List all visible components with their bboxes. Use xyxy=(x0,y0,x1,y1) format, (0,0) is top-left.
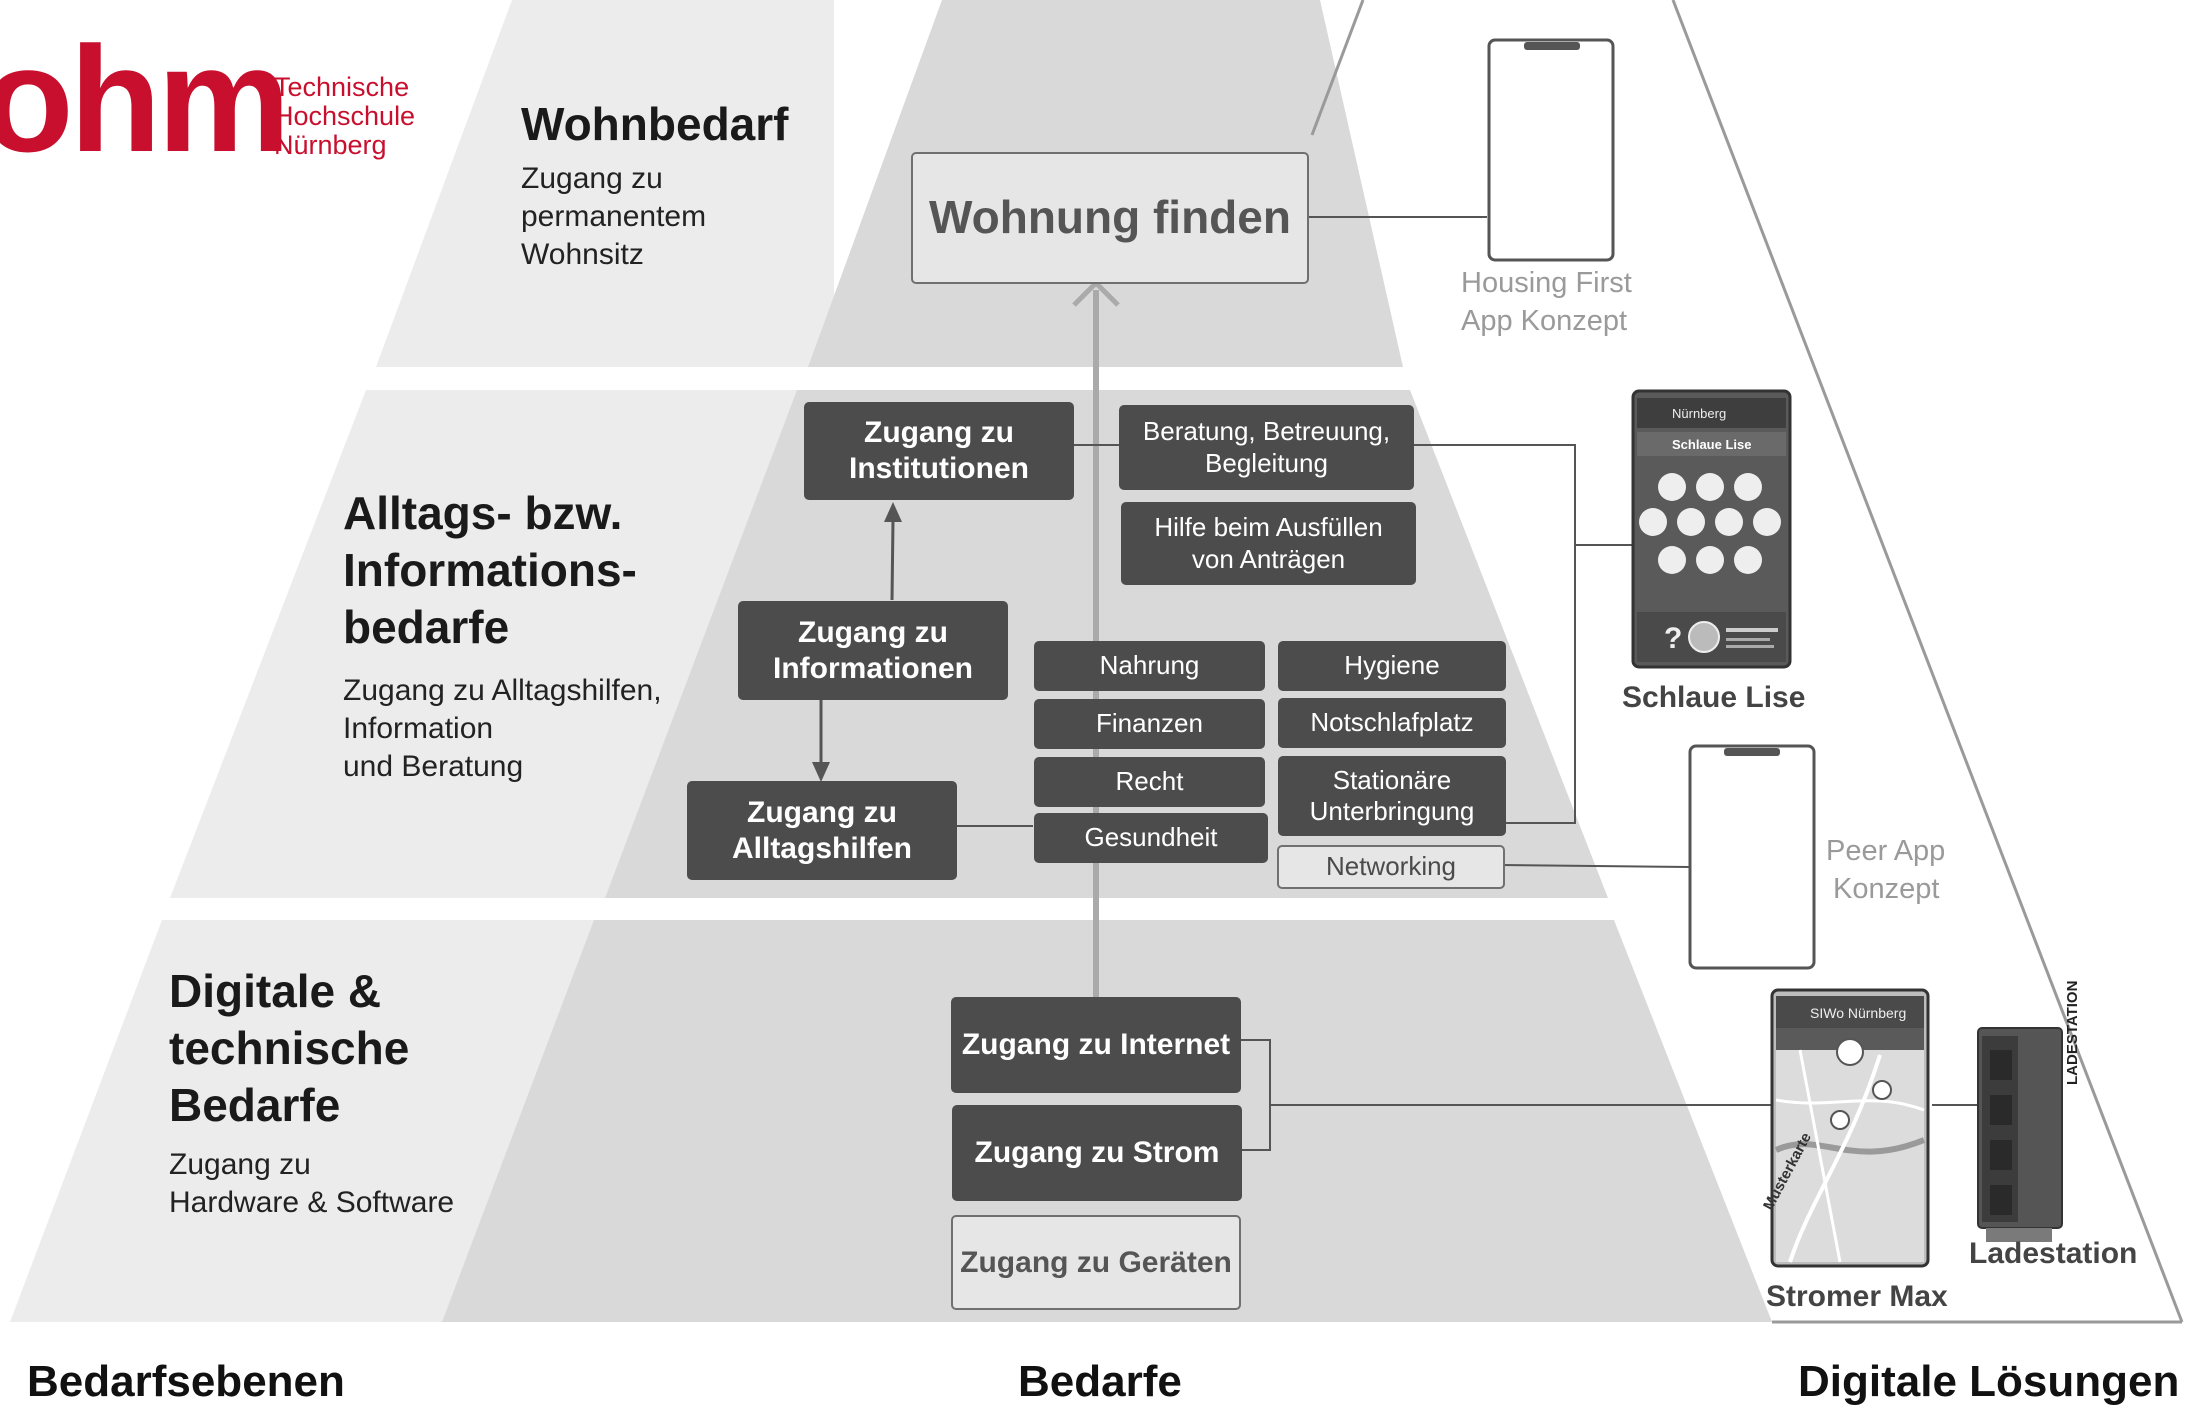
housing-first-phone xyxy=(1487,38,1615,262)
level-housing-sub-1: Zugang zu xyxy=(521,162,663,195)
need-gesundheit: Gesundheit xyxy=(1034,813,1268,863)
schlaue-lise-label: Schlaue Lise xyxy=(1622,681,1806,714)
need-strom-label: Zugang zu Strom xyxy=(974,1136,1220,1169)
need-antraege-line-1: Hilfe beim Ausfüllen xyxy=(1154,512,1383,543)
need-hygiene: Hygiene xyxy=(1278,641,1506,691)
need-beratung-line-1: Beratung, Betreuung, xyxy=(1142,416,1391,447)
need-nahrung-label: Nahrung xyxy=(1099,650,1200,681)
need-finanzen: Finanzen xyxy=(1034,699,1265,749)
need-hygiene-label: Hygiene xyxy=(1344,650,1440,681)
need-geraete-label: Zugang zu Geräten xyxy=(960,1245,1232,1279)
need-institutionen-line-1: Zugang zu xyxy=(864,416,1014,449)
need-zugang-strom: Zugang zu Strom xyxy=(952,1105,1242,1201)
peer-app-caption-1: Peer App xyxy=(1826,835,1946,867)
ohm-logo-mark: ohm xyxy=(0,15,291,183)
level-housing-sub-2: permanentem xyxy=(521,200,707,233)
peer-app-caption-2: Konzept xyxy=(1833,873,1940,905)
schlaue-lise-phone: ? xyxy=(1631,389,1792,669)
schlaue-lise-screen-city: Nürnberg xyxy=(1672,406,1727,421)
level-info-title-3: bedarfe xyxy=(343,601,510,653)
need-informationen-line-2: Informationen xyxy=(773,651,973,685)
logo-line-2: Hochschule xyxy=(274,101,416,131)
housing-first-caption-2: App Konzept xyxy=(1461,305,1628,337)
need-antraege: Hilfe beim Ausfüllen von Anträgen xyxy=(1121,502,1416,585)
logo-line-1: Technische xyxy=(274,72,410,102)
level-housing-sub-3: Wohnsitz xyxy=(521,238,644,271)
arrow-to-institutionen xyxy=(884,502,902,522)
stromer-max-phone xyxy=(1770,988,1930,1268)
need-internet-label: Zugang zu Internet xyxy=(961,1028,1231,1061)
housing-first-caption-1: Housing First xyxy=(1461,267,1632,299)
level-digital-sub-2: Hardware & Software xyxy=(169,1186,455,1219)
level-digital-sub-1: Zugang zu xyxy=(169,1148,311,1181)
need-zugang-informationen: Zugang zu Informationen xyxy=(738,601,1008,700)
footer-bedarfsebenen: Bedarfsebenen xyxy=(27,1357,345,1406)
logo-line-3: Nürnberg xyxy=(274,130,387,160)
level-housing-title: Wohnbedarf xyxy=(521,98,789,150)
need-informationen-line-1: Zugang zu xyxy=(798,615,948,649)
need-nahrung: Nahrung xyxy=(1034,641,1265,691)
level-digital-title-2: technische xyxy=(169,1022,410,1074)
stromer-max-label: Stromer Max xyxy=(1766,1280,1948,1313)
level-info-title-1: Alltags- bzw. xyxy=(343,487,623,539)
need-antraege-line-2: von Anträgen xyxy=(1191,543,1346,574)
need-notschlafplatz: Notschlafplatz xyxy=(1278,698,1506,748)
level-info-sub-3: und Beratung xyxy=(343,750,524,783)
need-beratung: Beratung, Betreuung, Begleitung xyxy=(1119,405,1414,490)
need-recht-label: Recht xyxy=(1115,766,1184,797)
footer-bedarfe: Bedarfe xyxy=(1018,1357,1182,1406)
need-stationaer-line-1: Stationäre xyxy=(1332,764,1452,795)
footer-digitale-loesungen: Digitale Lösungen xyxy=(1798,1357,2180,1406)
need-networking: Networking xyxy=(1277,845,1505,889)
stromer-screen-title: SIWo Nürnberg xyxy=(1810,1005,1907,1021)
need-alltagshilfen-line-1: Zugang zu xyxy=(747,795,897,829)
need-networking-label: Networking xyxy=(1325,851,1457,882)
outer-triangle-left-edge xyxy=(1310,0,1365,136)
need-stationaer-line-2: Unterbringung xyxy=(1309,796,1475,826)
need-gesundheit-label: Gesundheit xyxy=(1084,822,1218,853)
need-finanzen-label: Finanzen xyxy=(1096,708,1203,739)
need-alltagshilfen-line-2: Alltagshilfen xyxy=(731,831,912,865)
arrow-to-alltagshilfen xyxy=(812,762,830,782)
need-wohnung-finden: Wohnung finden xyxy=(911,152,1309,284)
need-stationaere-unterbringung: Stationäre Unterbringung xyxy=(1278,756,1506,836)
level-band-housing xyxy=(376,0,834,367)
peer-app-phone xyxy=(1688,744,1816,970)
level-info-sub-2: Information xyxy=(343,712,494,745)
need-wohnung-finden-label: Wohnung finden xyxy=(929,191,1291,244)
need-recht: Recht xyxy=(1034,757,1265,807)
ladestation-label: Ladestation xyxy=(1969,1237,2138,1270)
need-zugang-internet: Zugang zu Internet xyxy=(951,997,1241,1093)
svg-text:?: ? xyxy=(1664,622,1682,655)
need-zugang-alltagshilfen: Zugang zu Alltagshilfen xyxy=(687,781,957,880)
level-info-title-2: Informations- xyxy=(343,544,637,596)
level-digital-title-3: Bedarfe xyxy=(169,1079,341,1131)
need-institutionen-line-2: Institutionen xyxy=(849,452,1029,485)
schlaue-lise-screen-app: Schlaue Lise xyxy=(1672,437,1752,452)
ladestation-device-label: LADESTATION xyxy=(2064,980,2081,1085)
ladestation-device xyxy=(1977,1027,2063,1242)
outer-triangle-right-edge xyxy=(1671,0,2184,1323)
need-zugang-institutionen: Zugang zu Institutionen xyxy=(804,402,1074,500)
need-beratung-line-2: Begleitung xyxy=(1205,447,1328,478)
level-digital-title-1: Digitale & xyxy=(169,965,382,1017)
need-zugang-geraete: Zugang zu Geräten xyxy=(951,1215,1241,1310)
need-notschlafplatz-label: Notschlafplatz xyxy=(1310,707,1474,738)
level-info-sub-1: Zugang zu Alltagshilfen, xyxy=(343,674,662,707)
